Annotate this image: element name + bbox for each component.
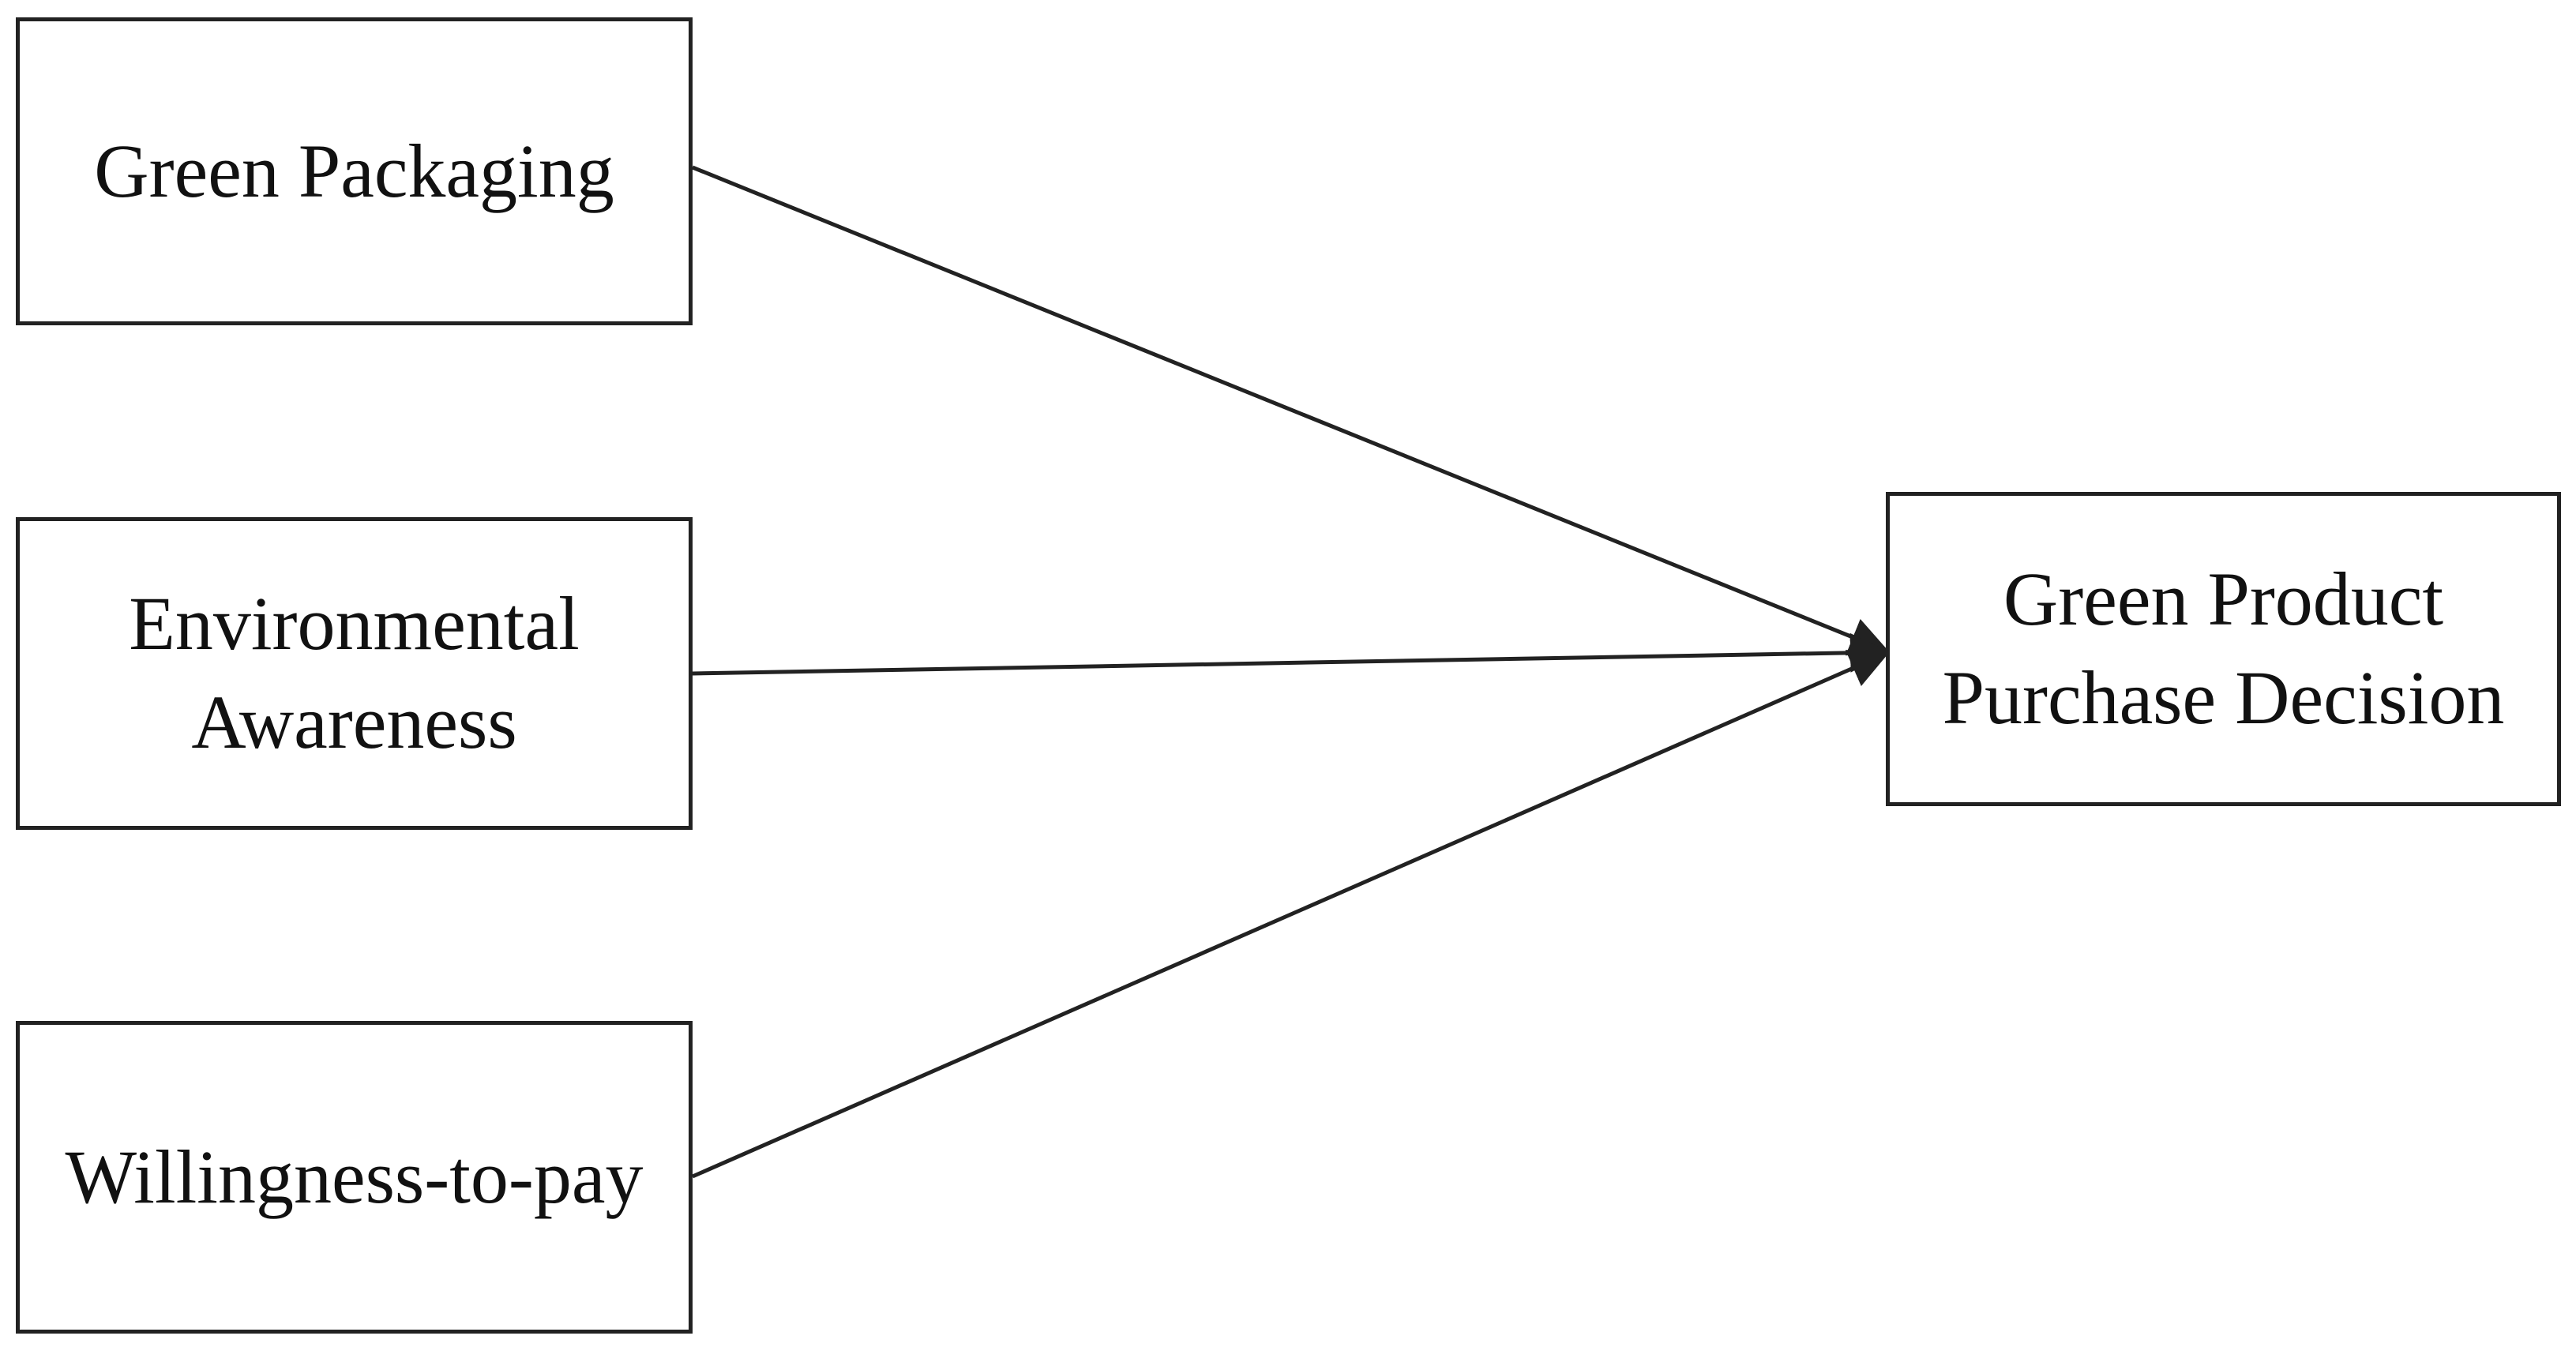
node-willingness-to-pay: Willingness-to-pay xyxy=(16,1021,693,1334)
arrow-willingness-to-pay-to-decision xyxy=(691,650,1890,1179)
arrow-environmental-awareness-to-decision xyxy=(692,632,1890,676)
node-label-line-1: Green Product xyxy=(2003,557,2444,642)
node-green-product-purchase-decision: Green Product Purchase Decision xyxy=(1886,492,2561,806)
node-green-packaging: Green Packaging xyxy=(16,17,693,325)
node-label-line-2: Purchase Decision xyxy=(1942,655,2505,740)
node-label-line-1: Environmental xyxy=(129,581,580,666)
arrow-green-packaging-to-decision xyxy=(692,165,1890,656)
node-label: Green Packaging xyxy=(94,128,614,213)
node-environmental-awareness: Environmental Awareness xyxy=(16,517,693,830)
node-label: Willingness-to-pay xyxy=(65,1134,644,1219)
node-label-line-2: Awareness xyxy=(191,680,517,764)
